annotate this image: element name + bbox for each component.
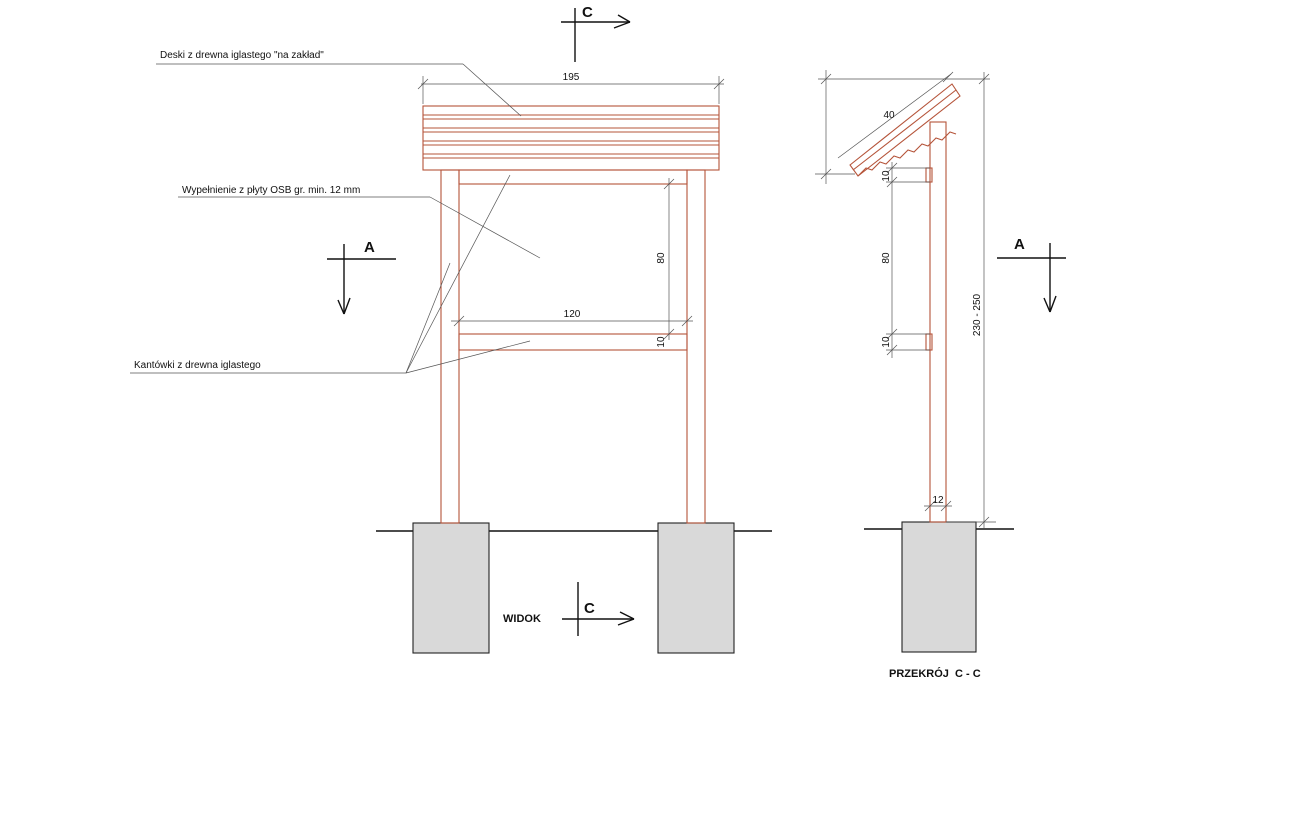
dim-tick	[663, 328, 675, 340]
leader-posts: Kantówki z drewna iglastego	[130, 174, 531, 374]
roof-outline	[422, 105, 720, 171]
dim-tick	[886, 162, 898, 174]
section-arrow	[619, 611, 635, 620]
dim-tick	[663, 178, 675, 190]
roof-shingles	[857, 131, 957, 177]
section-mark-c-top-text: C	[582, 4, 593, 21]
section-arrow	[617, 618, 635, 626]
dim-rail-width-text: 120	[564, 309, 581, 320]
section-arrow	[337, 299, 345, 315]
dim-tick	[978, 73, 990, 85]
dim-side-panel-text: 80	[881, 252, 892, 264]
section-view: 40 10 80 10 230 - 250	[815, 70, 1066, 680]
leader-line	[429, 196, 541, 259]
dim-side-bottom-text: 10	[881, 336, 892, 348]
section-mark-c-top: C	[561, 4, 631, 62]
dimension-roof: 40	[815, 70, 990, 184]
post-left	[440, 169, 460, 524]
leader-line	[462, 63, 522, 117]
dim-tick	[681, 315, 693, 327]
leader-line	[405, 262, 451, 374]
dim-rail-thickness-text: 10	[656, 336, 667, 348]
dim-tick	[453, 315, 465, 327]
dimension-rail-width: 120	[451, 309, 693, 327]
dim-tick	[942, 71, 954, 83]
dim-tick	[940, 500, 952, 512]
caption-section-view: PRZEKRÓJ C - C	[889, 667, 981, 680]
dimension-post-width: 12	[924, 495, 952, 512]
dim-panel-height-text: 80	[656, 252, 667, 264]
bottom-rail	[458, 333, 688, 351]
dim-tick	[978, 516, 990, 528]
roof-slab	[849, 83, 961, 177]
section-arrow	[1043, 297, 1051, 313]
front-view: 195 80 10 120 Deski z drewna iglastego "…	[130, 4, 772, 654]
dim-tick	[886, 328, 898, 340]
post-section	[929, 121, 947, 523]
dim-tick	[417, 78, 429, 90]
roof-boards	[422, 105, 720, 171]
section-mark-a-left-text: A	[364, 239, 375, 256]
top-rail-section	[925, 167, 933, 183]
section-mark-c-bottom-text: C	[584, 600, 595, 617]
footing-left	[412, 522, 490, 654]
section-mark-c-bottom: C	[562, 582, 635, 636]
dimension-side-height: 230 - 250	[946, 72, 996, 528]
label-boards: Deski z drewna iglastego "na zakład"	[160, 50, 324, 61]
label-posts: Kantówki z drewna iglastego	[134, 360, 261, 371]
dimension-width: 195	[417, 72, 725, 104]
roof-section	[849, 83, 961, 177]
label-osb: Wypełnienie z płyty OSB gr. min. 12 mm	[182, 185, 360, 196]
leader-line	[405, 340, 531, 374]
section-mark-a-right-text: A	[1014, 236, 1025, 253]
dimension-panel-height: 80 10	[656, 178, 675, 348]
leader-boards: Deski z drewna iglastego "na zakład"	[156, 50, 522, 117]
dim-tick	[886, 176, 898, 188]
dim-line	[837, 73, 952, 159]
section-arrow	[617, 14, 631, 23]
post-right	[686, 169, 706, 524]
section-arrow	[613, 21, 631, 29]
leader-osb: Wypełnienie z płyty OSB gr. min. 12 mm	[178, 185, 541, 259]
dim-side-height-text: 230 - 250	[972, 293, 983, 336]
dim-tick	[713, 78, 725, 90]
dim-tick	[924, 500, 936, 512]
dim-width-text: 195	[563, 72, 580, 83]
top-rail	[458, 169, 688, 185]
dim-post-width-text: 12	[932, 495, 944, 506]
footing-section	[901, 521, 977, 653]
roof-layer	[852, 89, 957, 171]
dim-roof-text: 40	[883, 110, 895, 121]
dim-tick	[820, 73, 832, 85]
section-mark-a-left: A	[327, 239, 396, 315]
caption-front-view: WIDOK	[503, 613, 541, 625]
bottom-rail-section	[925, 333, 933, 351]
footing-right	[657, 522, 735, 654]
dim-tick	[886, 344, 898, 356]
leader-line	[405, 174, 511, 374]
section-mark-a-right: A	[997, 236, 1066, 313]
dim-tick	[820, 168, 832, 180]
dim-side-top-text: 10	[881, 170, 892, 182]
section-arrow	[343, 297, 351, 315]
section-arrow	[1049, 295, 1057, 313]
dimension-side-left: 10 80 10	[881, 162, 930, 358]
